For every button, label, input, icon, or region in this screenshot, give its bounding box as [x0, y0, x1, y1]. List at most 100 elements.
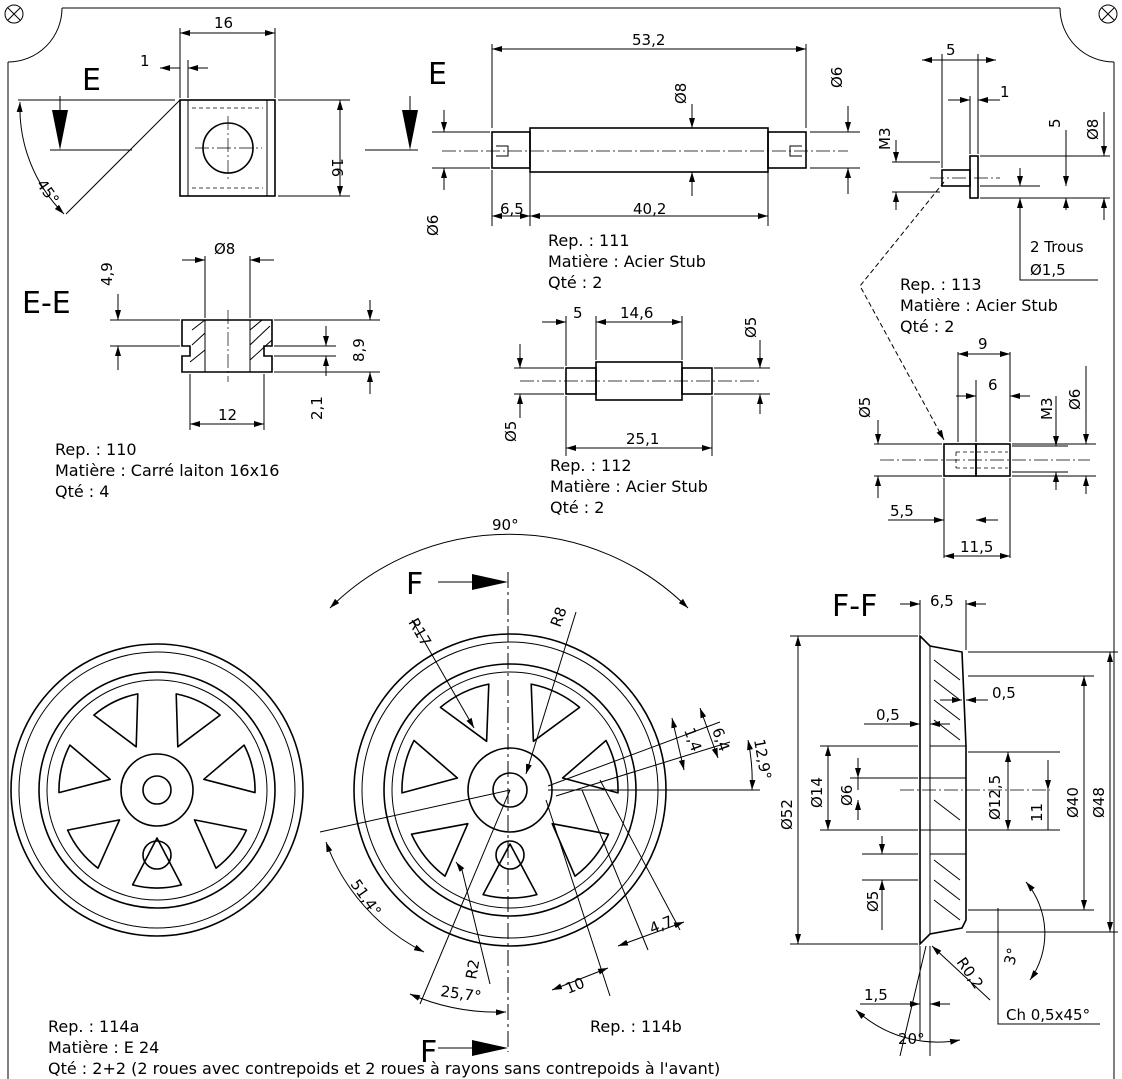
spoke-opening [66, 819, 121, 869]
section-label-f-bottom: F [420, 1035, 437, 1070]
dim-4-7: 4,7 [647, 912, 676, 938]
dim-diam-6-sleeve: Ø6 [1066, 389, 1084, 410]
dim-53-2: 53,2 [632, 31, 665, 49]
sheet-frame [4, 4, 1118, 1079]
material-110: Matière : Carré laiton 16x16 [55, 461, 279, 480]
dim-diam-48: Ø48 [1090, 787, 1108, 818]
dim-r17: R17 [405, 615, 435, 650]
dim-6-4: 6,4 [708, 725, 733, 754]
dim-r8: R8 [547, 604, 571, 629]
dim-diam-5-112-left: Ø5 [502, 421, 520, 442]
material-111: Matière : Acier Stub [548, 252, 706, 271]
spoke-opening [410, 822, 469, 877]
wheel-114a: Rep. : 114a Matière : E 24 Qté : 2+2 (2 … [10, 643, 720, 1078]
section-label-ee: E-E [22, 286, 71, 321]
dim-0-5-a: 0,5 [992, 684, 1016, 702]
spoke-opening [561, 739, 619, 794]
rep-114a: Rep. : 114a [48, 1017, 139, 1036]
dim-6-5: 6,5 [500, 200, 524, 218]
section-label-e-right: E [428, 57, 447, 92]
dim-12: 12 [218, 406, 237, 424]
section-ff: F-F 6,5 0,5 0,5 Ø52 Ø14 Ø6 Ø5 [778, 589, 1118, 1057]
dim-16-side: 16 [328, 158, 346, 177]
qty-114a: Qté : 2+2 (2 roues avec contrepoids et 2… [48, 1059, 720, 1078]
dim-5-112: 5 [573, 304, 583, 322]
dim-25-1: 25,1 [626, 430, 659, 448]
spoke-opening [131, 837, 183, 889]
dim-2-1: 2,1 [308, 396, 326, 420]
dim-r2: R2 [462, 958, 483, 981]
dim-diam-8-shaft: Ø8 [672, 83, 690, 104]
dim-diam-6-ff: Ø6 [838, 785, 856, 806]
qty-111: Qté : 2 [548, 273, 602, 292]
dim-diam-14: Ø14 [808, 777, 826, 808]
section-label-e: E [82, 63, 101, 98]
spoke-opening [193, 819, 248, 869]
corner-mark-icon [1098, 4, 1118, 24]
spoke-opening [551, 822, 610, 877]
spoke-opening [530, 683, 581, 743]
dim-4-9: 4,9 [98, 262, 116, 286]
dim-1-pin: 1 [1000, 83, 1010, 101]
dim-11-5: 11,5 [960, 538, 993, 556]
corner-mark-icon [4, 4, 24, 24]
dim-diam-5-112-right: Ø5 [742, 317, 760, 338]
dim-9: 9 [978, 335, 988, 353]
dim-45-deg: 45° [33, 176, 63, 208]
dim-12-9-deg: 12,9° [750, 738, 775, 781]
wheel-114b: F F 90° R17 R8 6,4 1,4 12,9° 51,4° R2 [319, 516, 775, 1070]
section-label-f-top: F [406, 567, 423, 602]
dim-5-pin: 5 [946, 41, 956, 59]
dim-diam-1-5: Ø1,5 [1030, 261, 1066, 279]
dim-diam-6-left: Ø6 [424, 215, 442, 236]
rep-112: Rep. : 112 [550, 456, 632, 475]
part-112-pin: 5 14,6 Ø5 Ø5 25,1 Rep. : 112 Matière : A… [502, 304, 770, 517]
dim-5-5: 5,5 [890, 502, 914, 520]
dim-diam-5-sleeve: Ø5 [856, 397, 874, 418]
dim-40-2: 40,2 [633, 200, 666, 218]
rep-111: Rep. : 111 [548, 231, 630, 250]
dim-8-9: 8,9 [350, 338, 368, 362]
part-113-pin: 5 1 M3 5 Ø8 2 Trous Ø1,5 Rep. : 113 Mati… [859, 41, 1110, 441]
dim-5-pin-vertical: 5 [1046, 118, 1064, 128]
dim-16-top: 16 [214, 14, 233, 32]
dim-1-4: 1,4 [680, 725, 705, 754]
spoke-opening [439, 683, 490, 743]
dim-diam-52: Ø52 [778, 799, 796, 830]
dim-diam-40: Ø40 [1064, 787, 1082, 818]
dim-1-5-ff: 1,5 [864, 986, 888, 1004]
part-110-front-view: E E 16 1 16 45° [16, 14, 447, 215]
part-113-sleeve: 9 6 Ø5 M3 Ø6 5,5 11,5 [856, 335, 1096, 559]
qty-112: Qté : 2 [550, 498, 604, 517]
part-110-section-ee: E-E Ø8 4,9 8,9 2,1 12 Rep. : 110 Matière… [22, 240, 380, 501]
dim-20-deg: 20° [898, 1030, 925, 1048]
dim-25-7-deg: 25,7° [439, 982, 482, 1006]
spoke-opening [175, 693, 221, 748]
dim-3-deg: 3° [1000, 946, 1022, 967]
dim-r0-2: R0,2 [953, 954, 987, 992]
spoke-opening [203, 744, 256, 794]
dim-11: 11 [1028, 803, 1046, 822]
material-112: Matière : Acier Stub [550, 477, 708, 496]
material-113: Matière : Acier Stub [900, 296, 1058, 315]
wheel-114b-spoke-openings [401, 683, 619, 899]
wheel-114a-spoke-openings [58, 693, 256, 889]
dim-90-deg: 90° [492, 516, 519, 534]
spoke-opening [93, 693, 139, 748]
dim-diam-12-5: Ø12,5 [986, 775, 1004, 820]
dim-10: 10 [563, 974, 587, 998]
section-label-ff: F-F [832, 589, 877, 624]
dim-m3-sleeve: M3 [1038, 398, 1056, 421]
rep-114b: Rep. : 114b [590, 1017, 682, 1036]
dim-6-sleeve: 6 [988, 376, 998, 394]
qty-113: Qté : 2 [900, 317, 954, 336]
dim-6-5-ff: 6,5 [930, 592, 954, 610]
dim-0-5-b: 0,5 [876, 706, 900, 724]
dim-2-holes: 2 Trous [1030, 238, 1084, 256]
dim-51-4-deg: 51,4° [347, 876, 385, 920]
part-111-shaft: 53,2 Ø8 Ø6 Ø6 6,5 40,2 Rep. : 111 Matièr… [424, 31, 860, 292]
rep-113: Rep. : 113 [900, 275, 982, 294]
dim-1-top: 1 [140, 52, 150, 70]
dim-14-6: 14,6 [620, 304, 653, 322]
spoke-opening [401, 739, 459, 794]
